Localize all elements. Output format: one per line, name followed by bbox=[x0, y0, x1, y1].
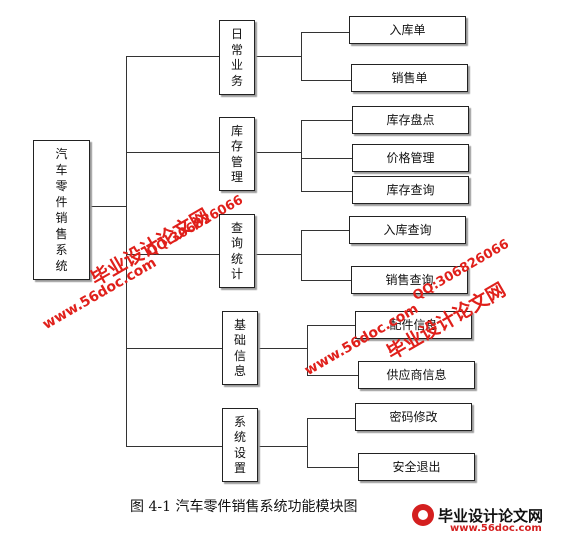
node-char: 础 bbox=[233, 333, 246, 348]
connector-daily-child-2 bbox=[301, 80, 351, 81]
node-char: 理 bbox=[230, 170, 243, 185]
connector-basic-child-2 bbox=[307, 375, 358, 376]
node-char: 统 bbox=[55, 259, 68, 273]
node-leaf-sales-query: 销售查询 bbox=[351, 266, 468, 294]
connector-query-child-2 bbox=[301, 280, 351, 281]
logo-text: 毕业设计论文网 bbox=[438, 507, 544, 525]
node-char: 常 bbox=[230, 42, 243, 57]
connector-trunk-to-basic bbox=[126, 348, 222, 349]
node-char: 计 bbox=[230, 267, 243, 282]
node-char: 统 bbox=[230, 251, 243, 266]
connector-trunk-to-system bbox=[126, 446, 222, 447]
node-leaf-safe-exit: 安全退出 bbox=[358, 453, 475, 481]
node-char: 设 bbox=[233, 445, 246, 460]
connector-basic-out bbox=[258, 348, 308, 349]
connector-query-vertical bbox=[301, 230, 302, 281]
connector-daily-child-1 bbox=[301, 32, 349, 33]
connector-query-out bbox=[254, 254, 302, 255]
node-char: 存 bbox=[230, 139, 243, 154]
node-module-query: 查 询 统 计 bbox=[219, 214, 255, 288]
node-char: 车 bbox=[55, 163, 68, 177]
node-char: 息 bbox=[233, 364, 246, 379]
node-char: 汽 bbox=[55, 147, 68, 161]
node-char: 库 bbox=[230, 123, 243, 138]
node-leaf-inventory-query: 库存查询 bbox=[352, 176, 469, 204]
node-module-daily: 日 常 业 务 bbox=[219, 20, 255, 95]
figure-caption: 图 4-1 汽车零件销售系统功能模块图 bbox=[130, 499, 358, 515]
node-leaf-price-management: 价格管理 bbox=[352, 144, 469, 172]
node-char: 查 bbox=[230, 220, 243, 235]
node-char: 件 bbox=[55, 195, 68, 209]
node-char: 基 bbox=[233, 317, 246, 332]
node-leaf-stock-in-form: 入库单 bbox=[349, 16, 466, 44]
connector-system-out bbox=[258, 446, 308, 447]
connector-system-child-2 bbox=[307, 467, 358, 468]
connector-basic-child-1 bbox=[307, 325, 355, 326]
connector-stock-out bbox=[254, 152, 302, 153]
connector-stock-vertical bbox=[301, 120, 302, 192]
node-char: 零 bbox=[55, 179, 68, 193]
node-module-stock: 库 存 管 理 bbox=[219, 117, 255, 191]
node-char: 售 bbox=[55, 227, 68, 241]
node-module-system: 系 统 设 置 bbox=[222, 408, 258, 482]
connector-query-child-1 bbox=[301, 230, 349, 231]
connector-stock-child-2 bbox=[301, 158, 352, 159]
node-root-system: 汽 车 零 件 销 售 系 统 bbox=[33, 140, 90, 280]
node-leaf-supplier-info: 供应商信息 bbox=[358, 361, 475, 389]
connector-daily-out bbox=[254, 56, 302, 57]
connector-system-child-1 bbox=[307, 418, 355, 419]
node-leaf-change-password: 密码修改 bbox=[355, 403, 472, 431]
node-char: 销 bbox=[55, 211, 68, 225]
node-char: 置 bbox=[233, 461, 246, 476]
logo-icon bbox=[412, 504, 434, 526]
logo-site: www.56doc.com bbox=[450, 523, 542, 534]
watermark-brand: 毕业设计论文网 bbox=[87, 204, 214, 291]
connector-trunk bbox=[126, 56, 127, 446]
connector-stock-child-3 bbox=[301, 191, 352, 192]
node-module-basic: 基 础 信 息 bbox=[222, 311, 258, 385]
node-char: 业 bbox=[230, 58, 243, 73]
node-char: 管 bbox=[230, 154, 243, 169]
connector-daily-vertical bbox=[301, 32, 302, 81]
connector-stock-child-1 bbox=[301, 120, 352, 121]
node-char: 系 bbox=[55, 243, 68, 257]
node-char: 询 bbox=[230, 236, 243, 251]
node-leaf-sales-form: 销售单 bbox=[351, 64, 468, 92]
connector-trunk-to-query bbox=[126, 254, 219, 255]
connector-system-vertical bbox=[307, 418, 308, 468]
connector-root-to-trunk bbox=[90, 206, 127, 207]
node-char: 务 bbox=[230, 74, 243, 89]
node-char: 系 bbox=[233, 414, 246, 429]
connector-trunk-to-daily bbox=[126, 56, 219, 57]
node-leaf-inventory-check: 库存盘点 bbox=[352, 106, 469, 134]
node-leaf-parts-info: 配件信息 bbox=[355, 311, 472, 339]
node-char: 统 bbox=[233, 430, 246, 445]
connector-basic-vertical bbox=[307, 325, 308, 376]
node-char: 信 bbox=[233, 348, 246, 363]
connector-trunk-to-stock bbox=[126, 152, 219, 153]
node-char: 日 bbox=[230, 26, 243, 41]
node-leaf-stock-in-query: 入库查询 bbox=[349, 216, 466, 244]
